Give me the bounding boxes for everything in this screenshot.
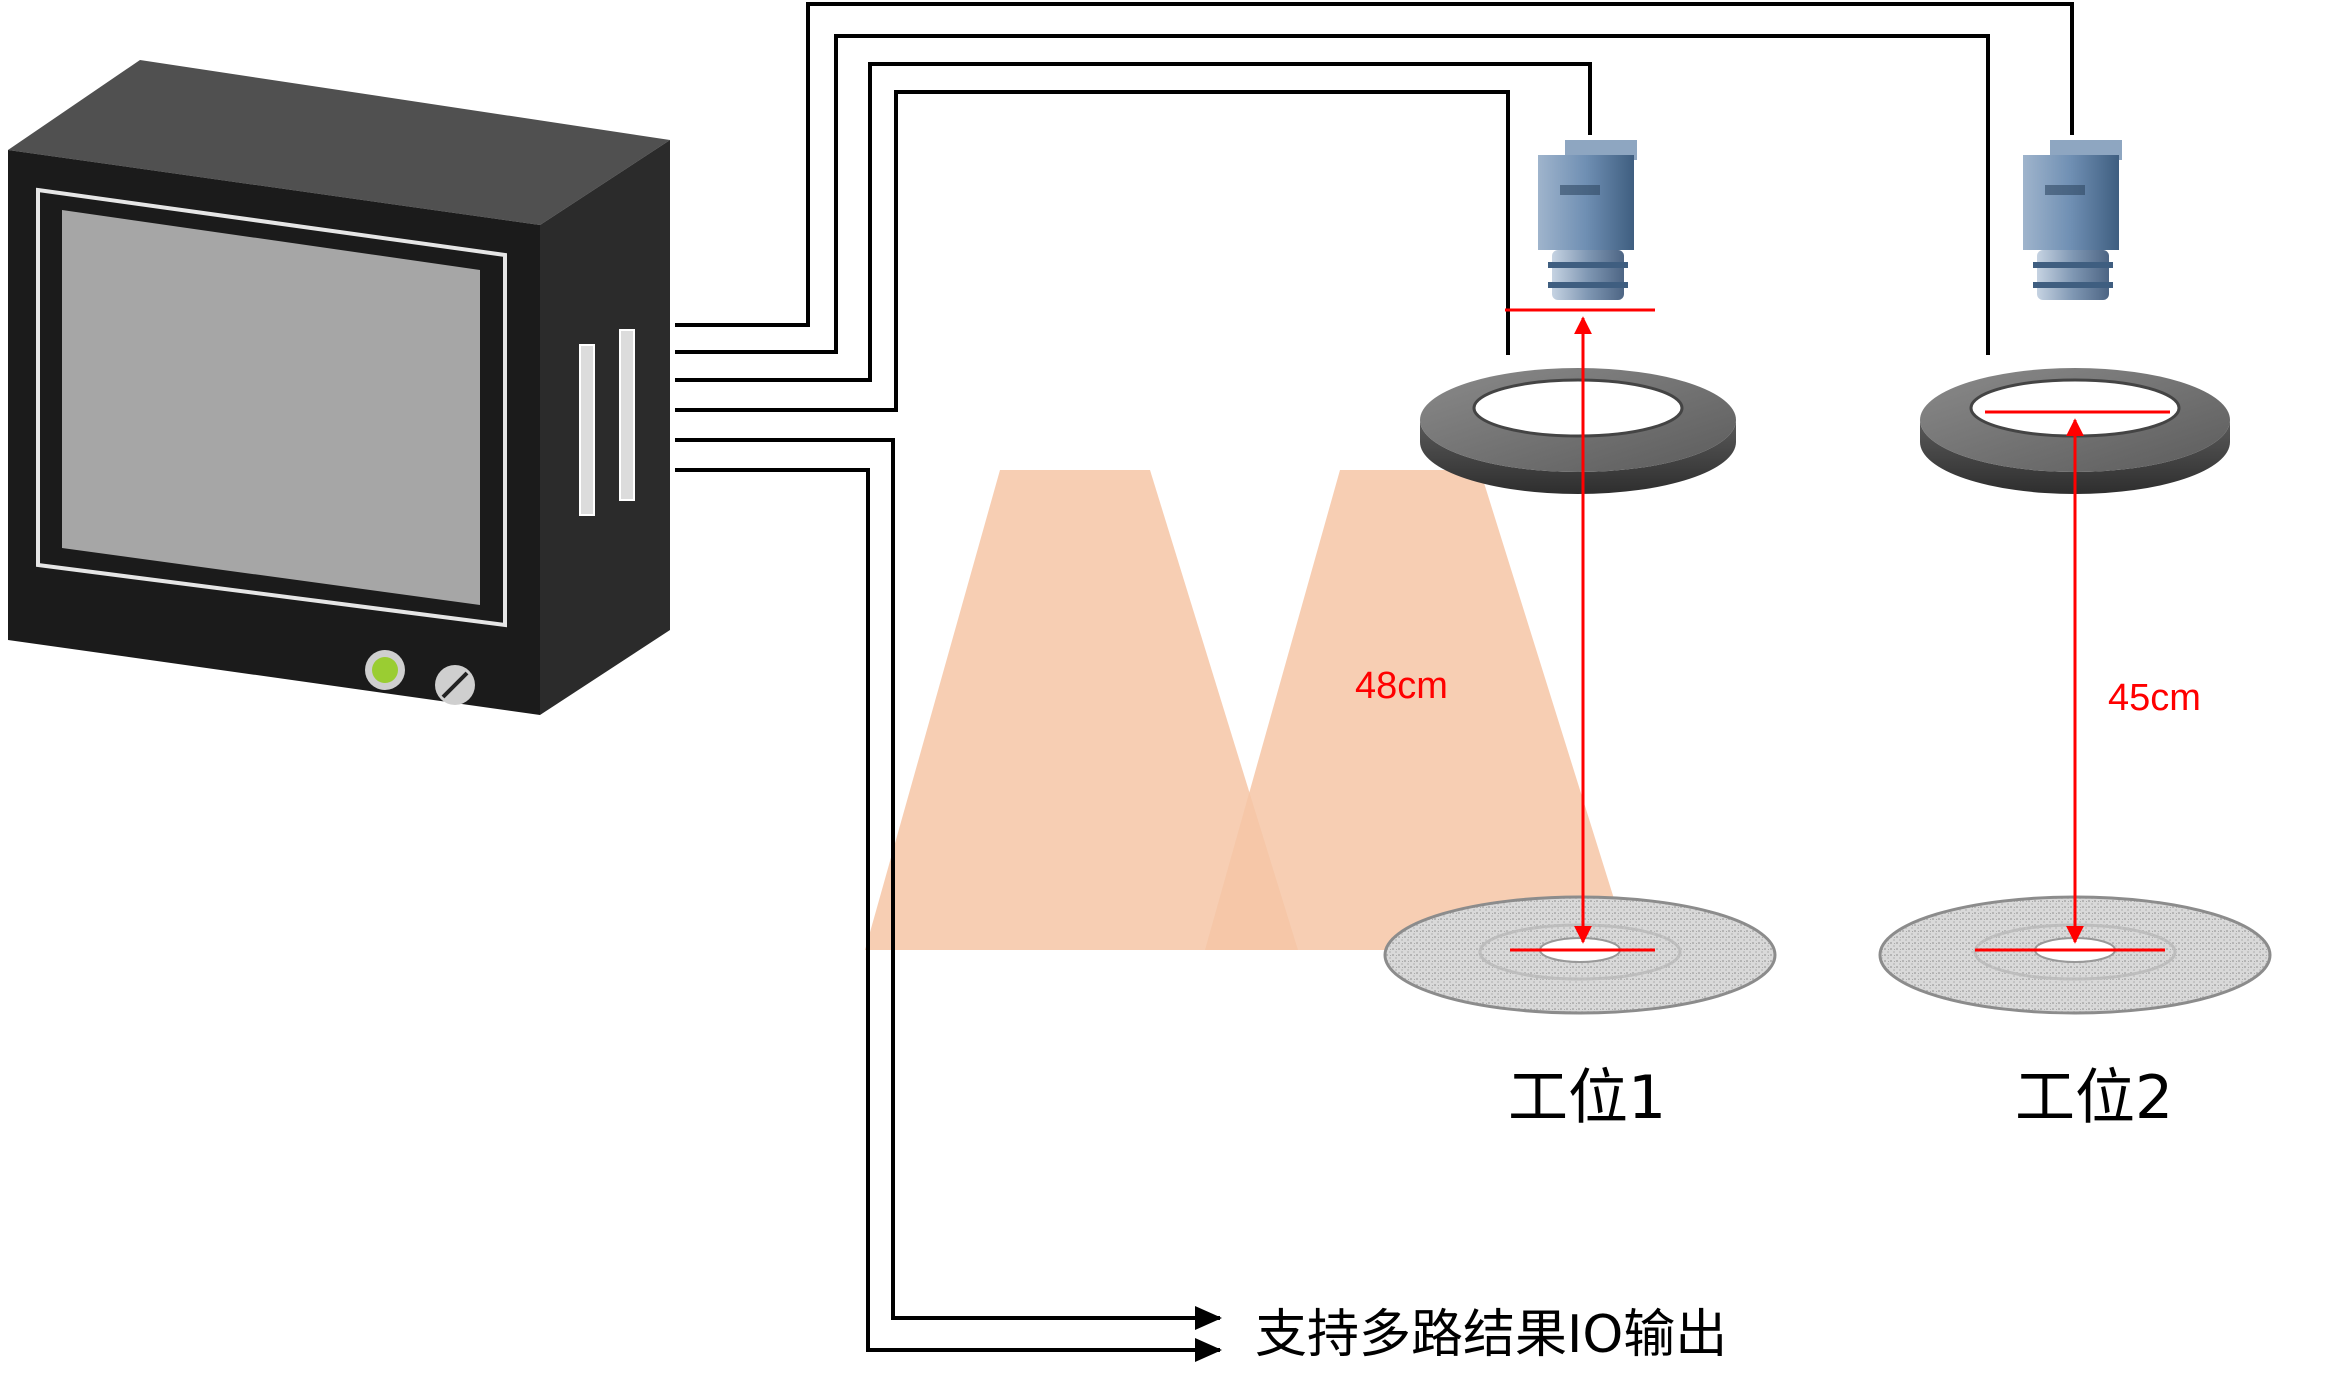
light-cone-station-2 <box>1205 470 1630 950</box>
disc-workpiece-icon <box>1878 895 2272 1015</box>
disc-workpiece-icon <box>1383 895 1777 1015</box>
dimension-line-station-1 <box>1505 308 1655 952</box>
industrial-vision-controller-icon <box>8 60 670 715</box>
ring-light-icon <box>1420 368 1736 494</box>
industrial-camera-icon <box>2023 140 2122 300</box>
distance-label-station-2: 45cm <box>2108 677 2201 719</box>
industrial-camera-icon <box>1538 140 1637 300</box>
signal-wires <box>675 2 2074 1352</box>
arrowhead-icon <box>1195 1306 1222 1362</box>
io-output-label: 支持多路结果IO输出 <box>1255 1305 1727 1365</box>
station-label-1: 工位1 <box>1508 1063 1666 1133</box>
light-cone-station-1 <box>865 470 1298 950</box>
dimension-line-station-2 <box>1975 410 2170 952</box>
station-label-2: 工位2 <box>2015 1063 2173 1133</box>
distance-label-station-1: 48cm <box>1355 665 1448 707</box>
